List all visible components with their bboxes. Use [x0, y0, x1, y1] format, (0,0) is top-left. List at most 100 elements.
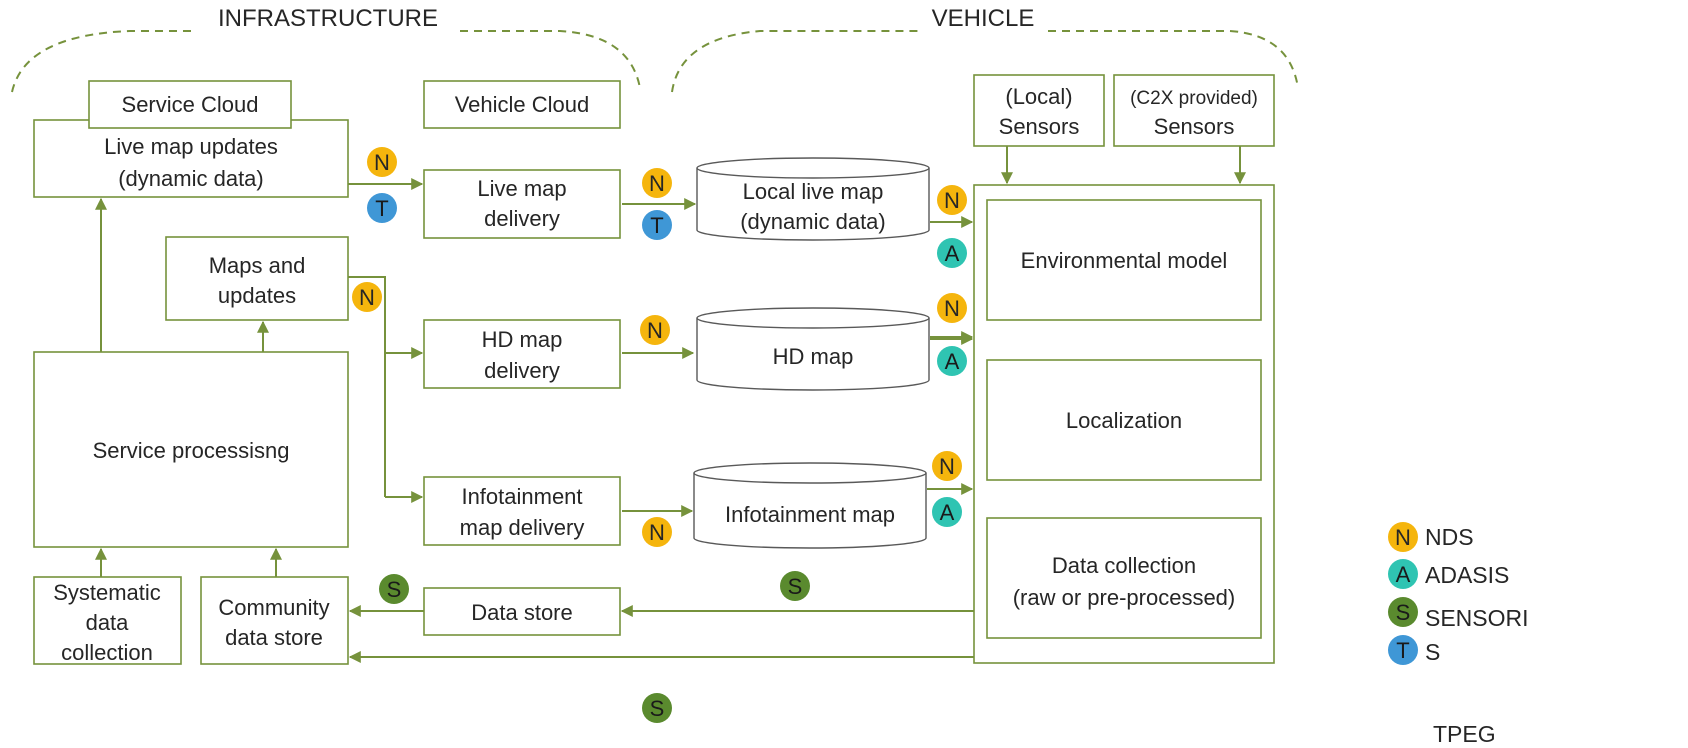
infrastructure-brace [11, 30, 195, 93]
hd-map-delivery-line1: HD map [482, 327, 563, 352]
vehicle-cloud-box [423, 80, 621, 129]
vehicle-heading: VEHICLE [932, 5, 1035, 32]
community-line1: Community [218, 595, 329, 620]
service-cloud-box [88, 80, 292, 129]
environmental-model-box [986, 199, 1262, 321]
badge-infotainment-adasis: A [932, 497, 962, 527]
local-sensors-line2: Sensors [999, 114, 1080, 139]
vehicle-cloud-label: Vehicle Cloud [455, 92, 590, 117]
infotainment-delivery-line1: Infotainment [461, 484, 582, 509]
data-store-box [423, 587, 621, 636]
community-data-store-box [200, 576, 349, 665]
svg-text:S: S [788, 574, 803, 599]
svg-text:N: N [359, 285, 375, 310]
legend-label-3: S [1425, 639, 1440, 665]
svg-text:T: T [650, 213, 663, 238]
service-processing-box [33, 351, 349, 548]
local-sensors-line1: (Local) [1005, 84, 1072, 109]
service-processing-label: Service processisng [93, 438, 290, 463]
arrow-maps-to-branches [348, 276, 386, 497]
systematic-line3: collection [61, 640, 153, 665]
badge-infotainment-delivery-nds: N [642, 517, 672, 547]
svg-text:N: N [1395, 525, 1411, 550]
svg-text:N: N [944, 296, 960, 321]
hd-map-delivery-line2: delivery [484, 358, 560, 383]
maps-and-updates-line2: updates [218, 283, 296, 308]
localization-label: Localization [1066, 408, 1182, 433]
legend-badge-sensori: S [1388, 597, 1418, 627]
svg-text:T: T [375, 196, 388, 221]
svg-text:N: N [939, 454, 955, 479]
svg-text:N: N [649, 520, 665, 545]
data-collection-line2: (raw or pre-processed) [1013, 585, 1236, 610]
badge-hd-map-adasis: A [937, 346, 967, 376]
live-map-delivery-box [423, 169, 621, 239]
badge-community-sensoris: S [642, 693, 672, 723]
systematic-line1: Systematic [53, 580, 161, 605]
badge-live-delivery-nds: N [642, 168, 672, 198]
svg-text:N: N [649, 171, 665, 196]
live-map-delivery-line2: delivery [484, 206, 560, 231]
legend-label-0: NDS [1425, 524, 1474, 550]
svg-text:S: S [1396, 600, 1411, 625]
data-collection-box [986, 517, 1262, 639]
data-store-label: Data store [471, 600, 573, 625]
badge-live-updates-tpeg: T [367, 193, 397, 223]
badge-vehicle-data-sensoris: S [780, 571, 810, 601]
legend-badge-s: T [1388, 635, 1418, 665]
badge-local-map-nds: N [937, 185, 967, 215]
live-map-delivery-line1: Live map [477, 176, 566, 201]
legend-badge-adasis: A [1388, 559, 1418, 589]
local-live-map-line1: Local live map [743, 179, 884, 204]
maps-and-updates-box [165, 236, 349, 321]
badge-hd-delivery-nds: N [640, 315, 670, 345]
infrastructure-heading: INFRASTRUCTURE [218, 5, 438, 32]
svg-text:N: N [647, 318, 663, 343]
badge-local-map-adasis: A [937, 238, 967, 268]
svg-text:A: A [940, 500, 955, 525]
service-cloud-label: Service Cloud [122, 92, 259, 117]
legend-overflow-label: TPEG [1433, 721, 1496, 747]
svg-text:S: S [387, 577, 402, 602]
live-map-updates-line2: (dynamic data) [118, 166, 264, 191]
live-map-updates-box [33, 119, 349, 198]
c2x-sensors-line2: Sensors [1154, 114, 1235, 139]
svg-text:A: A [945, 349, 960, 374]
local-live-map-database [696, 157, 930, 241]
infotainment-map-delivery-box [423, 476, 621, 546]
infotainment-map-database [693, 462, 927, 549]
svg-text:N: N [374, 150, 390, 175]
local-live-map-line2: (dynamic data) [740, 209, 886, 234]
hd-map-delivery-box [423, 319, 621, 389]
badge-data-store-sensoris: S [379, 574, 409, 604]
infrastructure-brace-right [460, 30, 641, 89]
svg-text:S: S [650, 696, 665, 721]
badge-live-updates-nds: N [367, 147, 397, 177]
svg-text:A: A [1396, 562, 1411, 587]
localization-box [986, 359, 1262, 481]
systematic-line2: data [86, 610, 130, 635]
infotainment-delivery-line2: map delivery [460, 515, 585, 540]
badge-infotainment-nds: N [932, 451, 962, 481]
c2x-sensors-line1: (C2X provided) [1130, 88, 1258, 109]
data-collection-line1: Data collection [1052, 553, 1196, 578]
legend-label-2: SENSORI [1425, 605, 1529, 631]
live-map-updates-line1: Live map updates [104, 134, 278, 159]
community-line2: data store [225, 625, 323, 650]
badge-hd-map-nds: N [937, 293, 967, 323]
hd-map-database [696, 307, 930, 391]
badge-live-delivery-tpeg: T [642, 210, 672, 240]
badge-maps-updates-nds: N [352, 282, 382, 312]
legend-badge-nds: N [1388, 522, 1418, 552]
infotainment-map-label: Infotainment map [725, 502, 895, 527]
c2x-sensors-box [1113, 74, 1275, 147]
environmental-model-label: Environmental model [1021, 248, 1228, 273]
hd-map-label: HD map [773, 344, 854, 369]
local-sensors-box [973, 74, 1105, 147]
svg-text:A: A [945, 241, 960, 266]
legend-label-1: ADASIS [1425, 562, 1509, 588]
maps-and-updates-line1: Maps and [209, 253, 306, 278]
